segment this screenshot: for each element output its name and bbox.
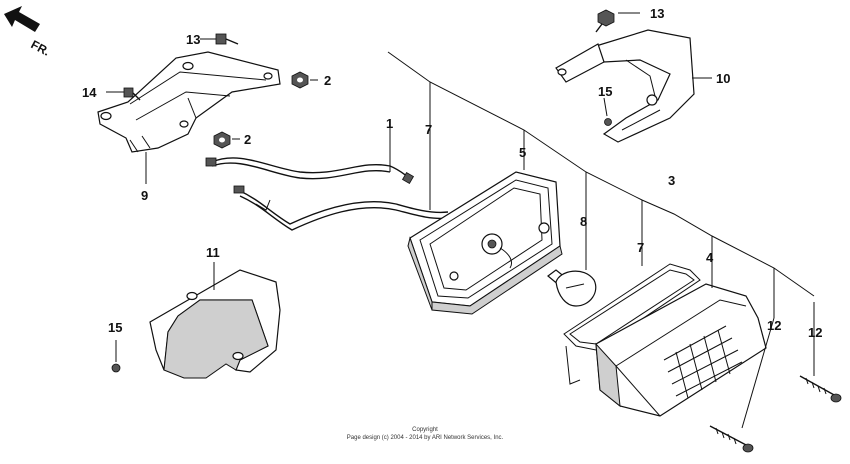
lens-grid [663,325,743,399]
callout-6: 7 [425,122,432,137]
part-bolt-13 [595,9,615,33]
part-screw-15-upper [604,118,612,126]
callout-11: 11 [206,245,220,260]
callout-14-upper: 13 [186,32,200,47]
callout-12-right: 12 [808,325,822,340]
callout-15-lower: 15 [108,320,122,335]
part-wire-harness [205,157,449,231]
callout-13: 13 [650,6,664,21]
part-bolt-14-upper [215,33,239,45]
callout-2-lower: 2 [244,132,251,147]
callout-7: 7 [637,240,644,255]
part-upper-cover [555,29,695,143]
part-lower-cover [149,269,281,379]
part-lens [595,283,767,417]
part-screw-12-right [799,375,842,403]
callout-4: 4 [706,250,714,265]
callout-10: 10 [716,71,730,86]
callout-15-upper: 15 [598,84,612,99]
arrow-icon [4,6,40,32]
direction-label: FR. [29,37,53,58]
callout-9: 9 [141,188,148,203]
part-bulb [547,269,597,307]
callout-1: 1 [386,116,393,131]
leader-lines [106,12,815,429]
part-screw-12-left [709,425,754,453]
callout-5: 5 [519,145,526,160]
copyright-notice: Copyright Page design (c) 2004 - 2014 by… [347,427,504,441]
part-gasket [563,263,701,385]
callout-labels: 13 14 2 2 9 1 7 5 8 3 7 4 12 12 10 13 15… [82,6,822,340]
callout-3: 3 [668,173,675,188]
part-nut-2-lower [213,131,231,149]
part-nut-2-upper [291,71,309,89]
callout-2-upper: 2 [324,73,331,88]
copyright-line-2: Page design (c) 2004 - 2014 by ARI Netwo… [347,435,504,441]
callout-8: 8 [580,214,587,229]
part-screw-15-lower [111,363,121,373]
callout-12-left: 12 [767,318,781,333]
front-direction-marker: FR. [4,6,52,59]
part-lamp-housing [407,171,563,315]
copyright-line-1: Copyright [412,427,438,433]
part-bracket [97,51,281,153]
callout-14-lower: 14 [82,85,97,100]
